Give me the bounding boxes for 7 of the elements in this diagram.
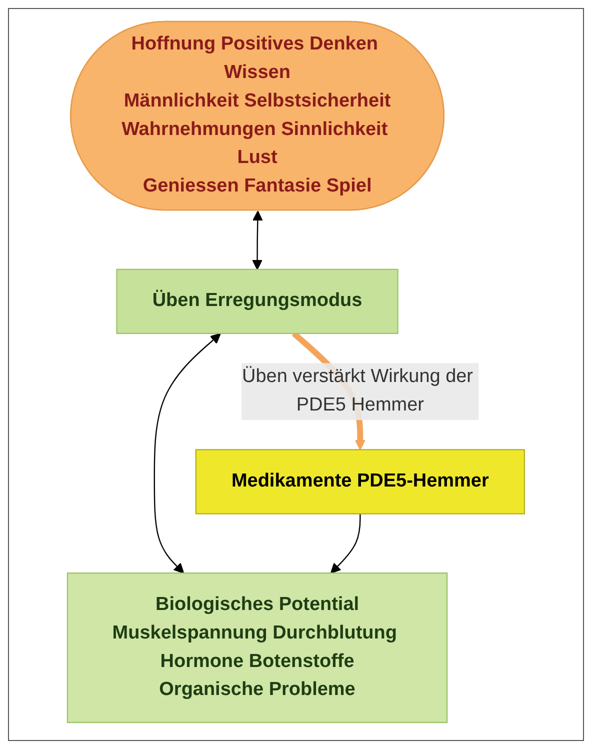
node-box: Medikamente PDE5-Hemmer xyxy=(195,449,526,514)
node-box: Üben Erregungsmodus xyxy=(116,268,398,334)
arrow xyxy=(252,210,263,270)
edge-label: Üben verstärkt Wirkung der PDE5 Hemmer xyxy=(242,366,474,416)
node-box: Biologisches Potential Muskelspannung Durchblutung Hormone Botenstoffe Organische Probleme xyxy=(66,572,448,724)
arrow xyxy=(330,514,361,574)
arrow xyxy=(154,333,221,574)
